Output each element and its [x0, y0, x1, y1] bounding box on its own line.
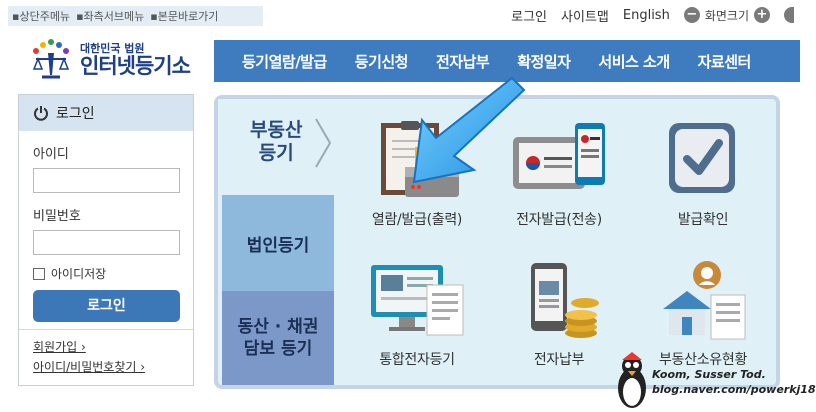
logo-subtitle: 대한민국 법원 — [80, 42, 145, 56]
id-input[interactable] — [33, 168, 180, 193]
join-link[interactable]: 회원가입 › — [33, 340, 86, 354]
phone-coins-icon — [511, 259, 607, 345]
login-divider — [19, 329, 193, 330]
service-property-ownership[interactable]: 부동산소유현황 — [638, 259, 768, 369]
service-issue-check[interactable]: 발급확인 — [638, 119, 768, 229]
save-id-checkbox[interactable] — [33, 267, 45, 280]
annotation-arrow-icon — [412, 76, 526, 184]
tab-real-estate-label: 부동산 등기 — [250, 119, 302, 165]
partial-icon[interactable] — [784, 7, 794, 23]
skip-link-side-menu[interactable]: ▪좌측서브메뉴 — [76, 10, 145, 23]
util-login-link[interactable]: 로그인 — [511, 9, 548, 25]
service-e-issue[interactable]: 전자발급(전송) — [494, 119, 624, 229]
tab-real-estate-line1: 부동산 — [250, 119, 303, 141]
nav-item-service-intro[interactable]: 서비스 소개 — [598, 52, 670, 71]
tab-movable-line2: 담보 등기 — [243, 339, 313, 359]
watermark-line1: Koom, Susser Tod. — [652, 368, 766, 381]
person-house-icon — [655, 259, 751, 345]
screen-size-control: − 화면크기 + — [683, 7, 770, 24]
util-sitemap-link[interactable]: 사이트맵 — [561, 9, 609, 25]
skip-links: ▪상단주메뉴 ▪좌측서브메뉴 ▪본문바로가기 — [8, 6, 263, 26]
skip-link-content[interactable]: ▪본문바로가기 — [150, 10, 219, 23]
service-e-payment-label: 전자납부 — [533, 352, 585, 368]
nav-item-registry-apply[interactable]: 등기신청 — [354, 52, 409, 71]
penguin-icon — [618, 352, 646, 408]
save-id-label: 아이디저장 — [51, 267, 107, 281]
service-e-payment[interactable]: 전자납부 — [494, 259, 624, 369]
service-panel: 부동산 등기 법인등기 동산 · 채권 담보 등기 — [214, 95, 780, 389]
id-label: 아이디 — [33, 147, 69, 162]
logo-text: 대한민국 법원 인터넷등기소 — [80, 42, 191, 78]
service-property-ownership-label: 부동산소유현황 — [658, 352, 748, 368]
util-english-link[interactable]: English — [622, 7, 670, 23]
utility-bar: 로그인 사이트맵 English − 화면크기 + — [511, 4, 794, 26]
tab-movable-assets[interactable]: 동산 · 채권 담보 등기 — [222, 291, 334, 385]
save-id-row: 아이디저장 — [33, 265, 179, 282]
tab-real-estate-line2: 등기 — [258, 142, 294, 164]
nav-item-registry-view[interactable]: 등기열람/발급 — [242, 52, 327, 71]
skip-link-top-menu[interactable]: ▪상단주메뉴 — [12, 10, 71, 23]
tab-movable-line1: 동산 · 채권 — [237, 317, 319, 337]
screen-size-label: 화면크기 — [704, 8, 749, 23]
password-input[interactable] — [33, 230, 180, 255]
login-panel: 로그인 아이디 비밀번호 아이디저장 로그인 회원가입 › 아이디/비밀번호찾기… — [18, 94, 194, 386]
court-emblem-icon — [28, 37, 74, 83]
power-icon — [33, 105, 49, 121]
blog-watermark: Koom, Susser Tod. blog.naver.com/powerkj… — [612, 350, 816, 412]
zoom-in-icon[interactable]: + — [754, 7, 770, 23]
login-links: 회원가입 › 아이디/비밀번호찾기 › — [33, 337, 145, 377]
nav-item-fixed-date[interactable]: 확정일자 — [517, 52, 571, 71]
tablet-phone-icon — [511, 119, 607, 205]
logo-title: 인터넷등기소 — [80, 53, 191, 78]
nav-item-resource-center[interactable]: 자료센터 — [697, 52, 752, 71]
service-view-issue-label: 열람/발급(출력) — [371, 212, 463, 228]
checkmark-badge-icon — [655, 119, 751, 205]
login-form: 아이디 비밀번호 아이디저장 로그인 — [19, 131, 193, 322]
monitor-document-icon — [369, 259, 465, 345]
login-panel-title: 로그인 — [56, 106, 95, 122]
watermark-line2: blog.naver.com/powerkj18 — [652, 383, 816, 396]
find-account-link[interactable]: 아이디/비밀번호찾기 › — [33, 360, 146, 374]
tab-corporate[interactable]: 법인등기 — [222, 195, 334, 291]
registry-tabs: 부동산 등기 법인등기 동산 · 채권 담보 등기 — [218, 99, 334, 385]
service-integrated-registry-label: 통합전자등기 — [379, 352, 455, 368]
chevron-right-icon — [315, 118, 332, 168]
login-button[interactable]: 로그인 — [33, 290, 180, 322]
main-nav: 등기열람/발급 등기신청 전자납부 확정일자 서비스 소개 자료센터 — [214, 40, 800, 82]
site-logo[interactable]: 대한민국 법원 인터넷등기소 — [28, 36, 198, 84]
nav-item-e-payment[interactable]: 전자납부 — [435, 52, 490, 71]
service-issue-check-label: 발급확인 — [677, 212, 729, 228]
service-integrated-registry[interactable]: 통합전자등기 — [352, 259, 482, 369]
service-e-issue-label: 전자발급(전송) — [516, 212, 602, 228]
tab-real-estate[interactable]: 부동산 등기 — [218, 99, 334, 195]
password-label: 비밀번호 — [33, 209, 81, 224]
zoom-out-icon[interactable]: − — [683, 7, 700, 23]
login-panel-header: 로그인 — [19, 95, 193, 131]
